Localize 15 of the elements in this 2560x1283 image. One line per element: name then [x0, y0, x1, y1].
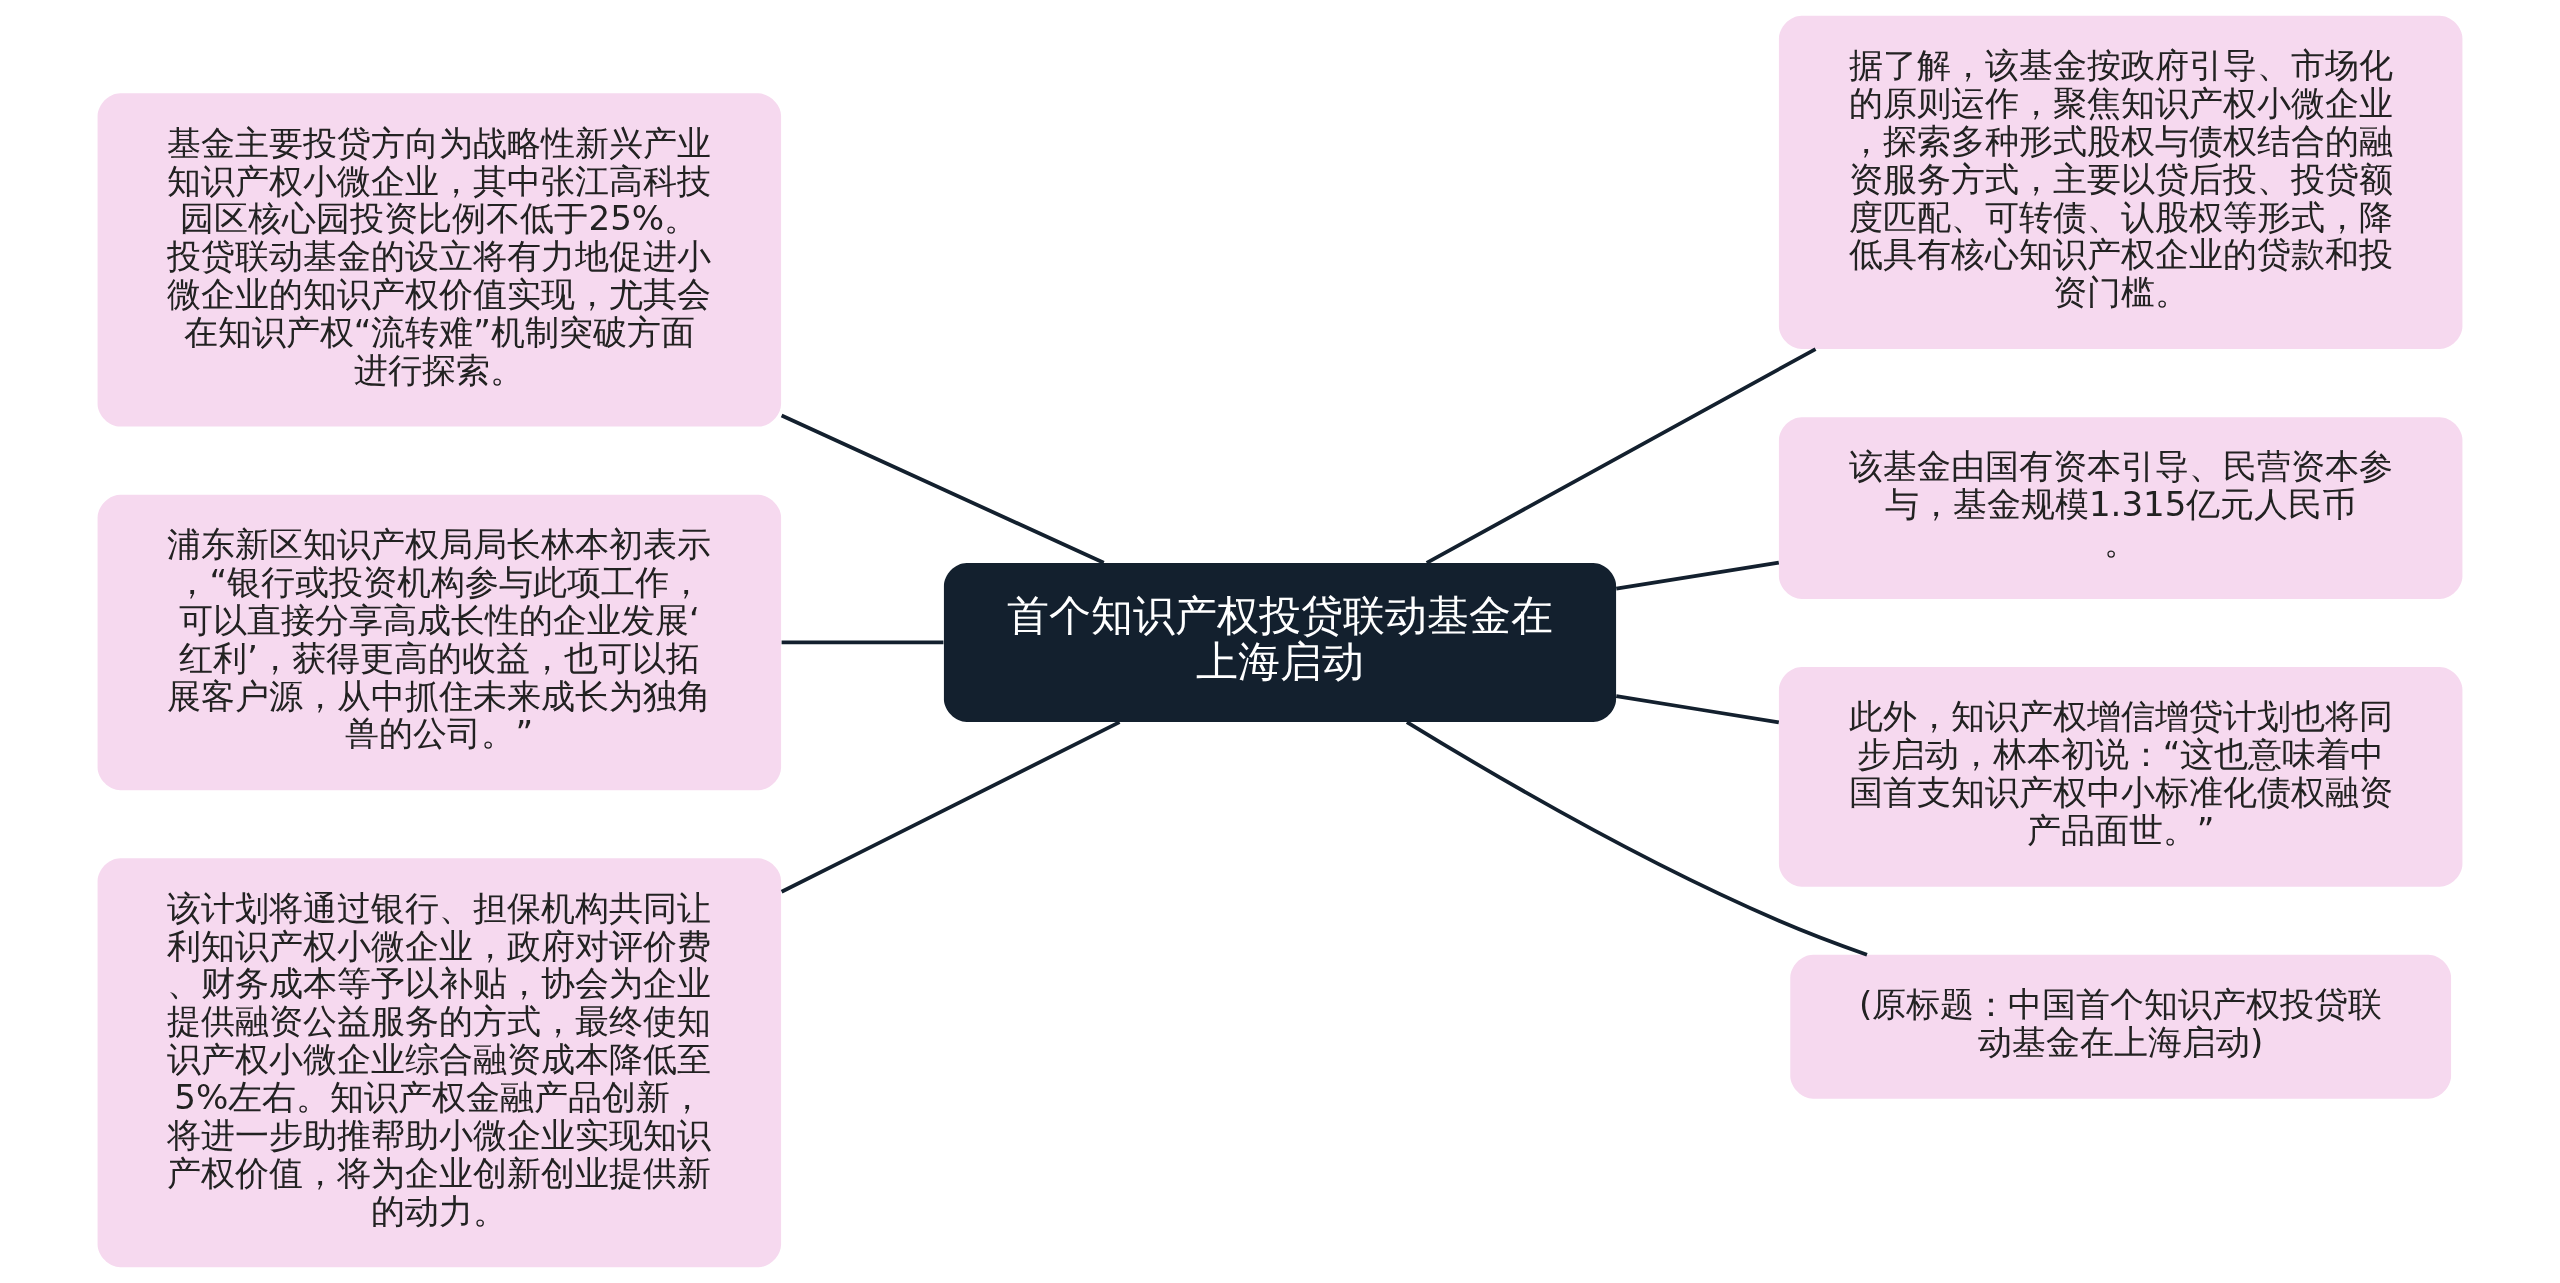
node-box: 此外，知识产权增信增贷计划也将同步启动，林本初说：“这也意味着中国首支知识产权中小标准化债权融资产品面世。”: [1778, 667, 2463, 887]
connector: [781, 640, 944, 645]
node-box: 该基金由国有资本引导、民营资本参与，基金规模1.315亿元人民币。: [1778, 417, 2463, 599]
node-box: 浦东新区知识产权局局长林本初表示，“银行或投资机构参与此项工作，可以直接分享高成长性的企业发展‘红利’，获得更高的收益，也可以拓展客户源，从中抓住未来成长为独角兽的公司。”: [97, 494, 782, 791]
node-box: 基金主要投贷方向为战略性新兴产业知识产权小微企业，其中张江高科技园区核心园投资比例不低于25%。投贷联动基金的设立将有力地促进小微企业的知识产权价值实现，尤其会在知识产权“流转难”机制突破方面进行探索。: [97, 93, 782, 427]
connector: [1615, 560, 1780, 591]
connector: [1405, 720, 1868, 957]
node-box: 该计划将通过银行、担保机构共同让利知识产权小微企业，政府对评价费、财务成本等予以补贴，协会为企业提供融资公益服务的方式，最终使知识产权小微企业综合融资成本降低至5%左右。知识产权金融产品创新，将进一步助推帮助小微企业实现知识产权价值，将为企业创新创业提供新的动力。: [97, 858, 782, 1268]
connector: [1425, 347, 1817, 565]
node-box: 据了解，该基金按政府引导、市场化的原则运作，聚焦知识产权小微企业，探索多种形式股权与债权结合的融资服务方式，主要以贷后投、投贷额度匹配、可转债、认股权等形式，降低具有核心知识产权企业的贷款和投资门槛。: [1778, 15, 2463, 349]
connector: [780, 413, 1105, 565]
node-box: 首个知识产权投贷联动基金在上海启动: [943, 562, 1617, 722]
connector: [780, 720, 1121, 894]
node-box: (原标题：中国首个知识产权投贷联动基金在上海启动): [1790, 954, 2452, 1099]
connector: [1615, 694, 1780, 725]
